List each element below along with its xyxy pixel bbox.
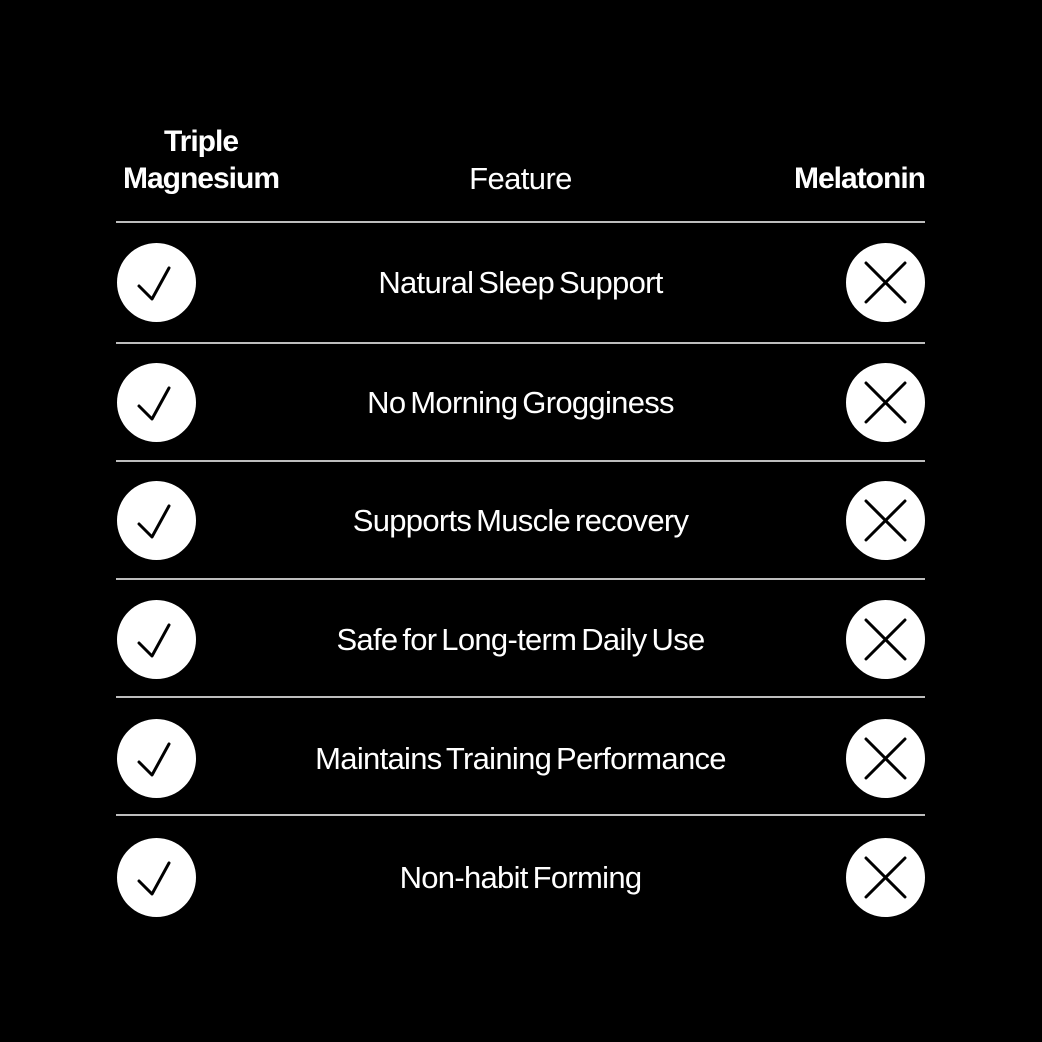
check-icon <box>117 599 196 679</box>
x-icon <box>846 599 925 679</box>
divider <box>116 221 925 223</box>
feature-label: No Morning Grogginess <box>367 384 674 420</box>
table-row: Natural Sleep Support <box>116 223 925 342</box>
divider <box>116 342 925 344</box>
feature-label: Non-habit Forming <box>399 859 643 895</box>
feature-label: Safe for Long-term Daily Use <box>336 621 705 657</box>
feature-label: Supports Muscle recovery <box>352 502 689 538</box>
x-icon <box>846 837 925 917</box>
column-header-triple-magnesium: Triple Magnesium <box>116 123 286 197</box>
table-row: No Morning Grogginess <box>116 343 925 462</box>
x-icon <box>846 362 925 442</box>
check-icon <box>117 837 196 917</box>
table-row: Maintains Training Performance <box>116 699 925 818</box>
divider <box>116 460 925 462</box>
divider <box>116 814 925 816</box>
comparison-table: Triple Magnesium Feature Melatonin Natur… <box>116 0 926 1042</box>
header-left-line2: Magnesium <box>122 162 280 195</box>
check-icon <box>117 242 196 322</box>
table-row: Supports Muscle recovery <box>116 461 925 580</box>
column-header-feature: Feature <box>469 161 572 196</box>
table-header: Triple Magnesium Feature Melatonin <box>116 120 926 221</box>
x-icon <box>846 480 925 560</box>
check-icon <box>117 718 196 798</box>
divider <box>116 578 925 580</box>
feature-label: Natural Sleep Support <box>378 264 663 300</box>
table-row: Safe for Long-term Daily Use <box>116 580 925 699</box>
divider <box>116 696 925 698</box>
check-icon <box>117 362 196 442</box>
column-header-melatonin: Melatonin <box>794 162 926 195</box>
table-row: Non-habit Forming <box>116 818 925 937</box>
check-icon <box>117 480 196 560</box>
feature-label: Maintains Training Performance <box>315 740 726 776</box>
x-icon <box>846 242 925 322</box>
header-left-line1: Triple <box>163 125 239 158</box>
x-icon <box>846 718 925 798</box>
